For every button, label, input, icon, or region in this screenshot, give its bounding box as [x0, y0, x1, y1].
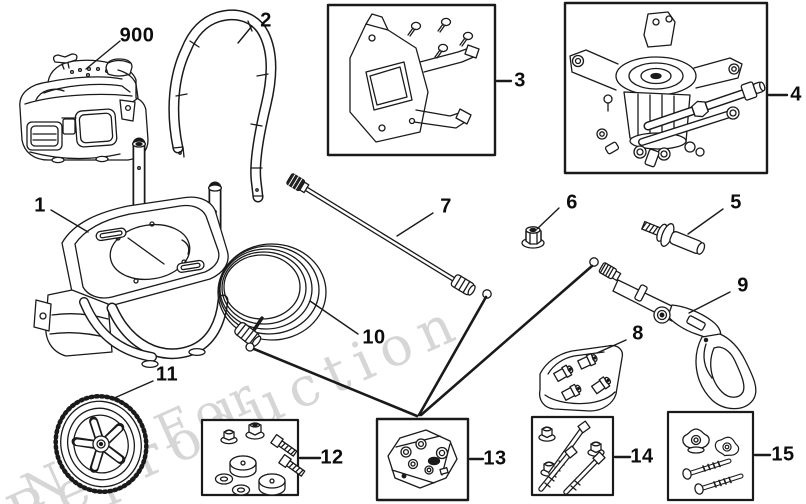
callout-isolator-kit: 12 [320, 446, 344, 469]
bracket-screws [407, 17, 474, 59]
isolator-kit-box [200, 418, 306, 497]
callout-oring-kit: 13 [483, 447, 507, 470]
leader-11 [111, 380, 154, 400]
knob-kit-box [666, 410, 755, 502]
flange-nut-illustration [521, 226, 545, 249]
handle-illustration [168, 9, 277, 203]
leader-5 [687, 208, 724, 235]
callout-lance: 7 [440, 195, 452, 218]
leader-10 [309, 300, 359, 335]
pointer-lance-oring [417, 295, 488, 417]
bracket-kit-box [326, 3, 497, 157]
oring-pointer-lines [252, 264, 594, 418]
callout-bracket-kit: 3 [514, 69, 526, 92]
callout-knob-kit: 15 [771, 443, 795, 466]
leader-8 [596, 339, 627, 354]
leader-lines [50, 25, 731, 400]
engine-illustration [19, 53, 149, 164]
callout-bolt-kit: 14 [630, 445, 654, 468]
callout-hose: 10 [362, 326, 386, 349]
oring-kit-box [375, 417, 470, 502]
callout-flange-nut: 6 [566, 191, 578, 214]
pointer-hose-oring [252, 347, 419, 418]
pointer-gun-oring [419, 264, 594, 417]
leader-6 [536, 207, 560, 230]
callout-spray-gun: 9 [737, 274, 749, 297]
pump-box [563, 1, 769, 175]
leader-1 [50, 209, 89, 233]
callout-handle: 2 [260, 9, 272, 32]
callout-wheel: 11 [155, 363, 179, 386]
leader-7 [396, 212, 434, 237]
leader-900 [85, 40, 121, 70]
callout-engine: 900 [119, 24, 155, 47]
leader-2 [237, 25, 253, 44]
wheel-illustration [53, 394, 149, 494]
lance-illustration [286, 173, 492, 299]
frame-illustration [33, 137, 229, 369]
callout-frame: 1 [34, 194, 46, 217]
callout-nozzle-kit: 8 [632, 322, 644, 345]
bolt-kit-box [530, 415, 615, 497]
box-tick-lines [298, 79, 789, 461]
leader-9 [688, 291, 731, 314]
nozzle-kit-illustration [538, 344, 624, 412]
spray-gun-illustration [589, 257, 757, 410]
axle-bolt-illustration [641, 220, 706, 255]
callout-pump: 4 [790, 83, 802, 106]
hose-illustration [217, 243, 327, 352]
callout-axle-bolt: 5 [730, 191, 742, 214]
